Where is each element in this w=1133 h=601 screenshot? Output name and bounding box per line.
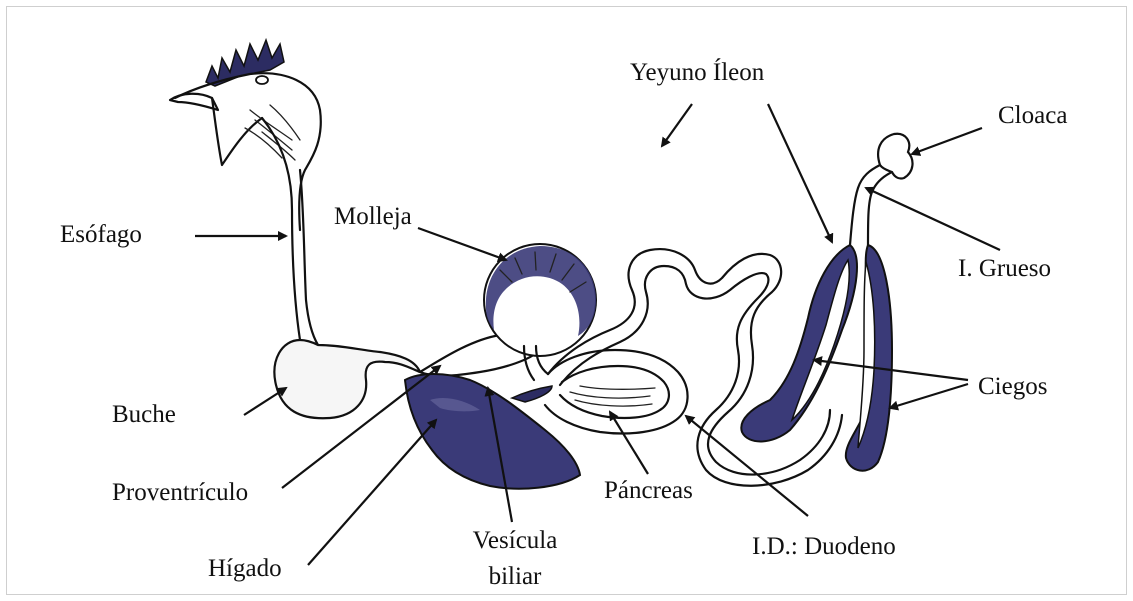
arrow-yeyuno-2 <box>768 104 832 242</box>
label-cloaca: Cloaca <box>998 103 1067 128</box>
arrow-pancreas <box>610 412 648 474</box>
arrow-i-grueso <box>866 188 1000 250</box>
label-esofago: Esófago <box>60 222 142 247</box>
arrow-duodeno <box>686 416 808 516</box>
label-vesicula-line2: biliar <box>460 564 570 589</box>
arrow-ciegos-2 <box>890 384 968 408</box>
arrow-vesicula <box>488 388 512 522</box>
label-molleja: Molleja <box>334 204 412 229</box>
label-ciegos: Ciegos <box>978 374 1047 399</box>
arrow-cloaca <box>912 128 982 154</box>
arrow-yeyuno <box>662 104 692 146</box>
label-vesicula-line1: Vesícula <box>460 528 570 553</box>
label-i-grueso: I. Grueso <box>958 256 1051 281</box>
label-yeyuno-ileon: Yeyuno Íleon <box>630 60 764 85</box>
arrow-buche <box>244 388 286 415</box>
label-duodeno: I.D.: Duodeno <box>752 534 896 559</box>
arrow-ciegos-1 <box>814 360 968 380</box>
arrow-higado <box>308 420 436 565</box>
label-higado: Hígado <box>208 556 282 581</box>
arrow-proventriculo <box>282 366 440 488</box>
label-buche: Buche <box>112 402 176 427</box>
arrow-molleja <box>418 228 506 260</box>
label-pancreas: Páncreas <box>604 478 693 503</box>
label-proventriculo: Proventrículo <box>112 480 248 505</box>
